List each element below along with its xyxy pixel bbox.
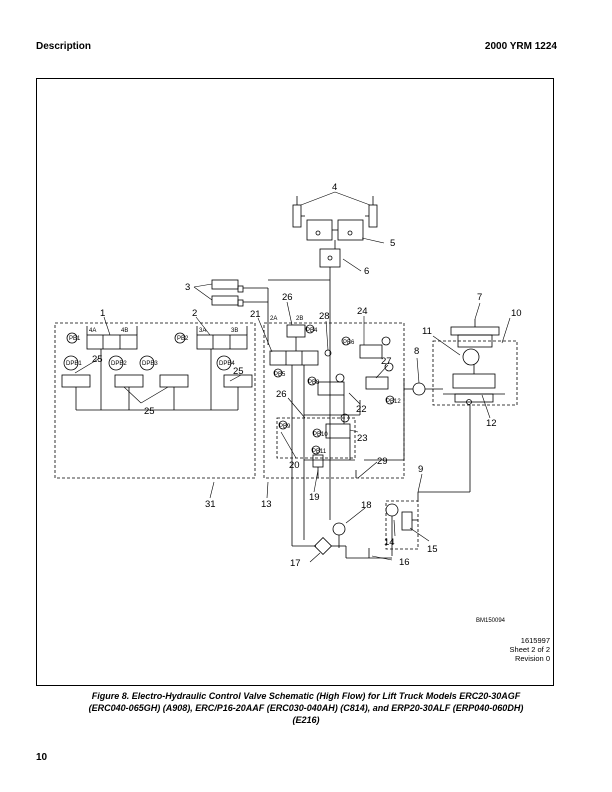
drawing-number: 1615997: [520, 636, 550, 645]
callout-4: 4: [332, 182, 337, 193]
relief-valve-20: [278, 420, 324, 478]
svg-text:4B: 4B: [121, 328, 128, 334]
section-title: Description: [36, 41, 92, 52]
pump-14: [385, 503, 418, 556]
svg-text:PB8: PB8: [308, 380, 320, 386]
callout-5: 5: [390, 238, 395, 249]
boundary-31: [54, 322, 256, 479]
callout-28: 27: [381, 356, 392, 367]
svg-text:4A: 4A: [89, 328, 96, 334]
callout-7: 7: [477, 292, 482, 303]
callout-19: 19: [309, 492, 320, 503]
hydraulic-schematic: 4 5 6 3 1 2 21 26 28 24 7 10 11 8 12 22 …: [54, 182, 522, 624]
cylinder-pair-3: [211, 279, 268, 307]
page-number: 10: [36, 752, 48, 763]
accumulator-8: [404, 382, 443, 396]
valve-24: [341, 336, 391, 359]
svg-text:PB5: PB5: [274, 372, 286, 378]
callout-16: 16: [399, 557, 410, 568]
callout-2: 2: [192, 308, 197, 319]
svg-text:DPB2: DPB2: [111, 361, 127, 367]
callout-25a: 25: [92, 354, 103, 365]
main-valve-21: [269, 324, 319, 378]
check-valve-6: [319, 248, 341, 290]
figure-frame: [36, 78, 554, 686]
callout-14: 14: [384, 537, 395, 548]
callout-8: 8: [414, 346, 419, 357]
boundary-10: [432, 340, 518, 406]
valve-bank-left: [61, 326, 253, 411]
callout-24: 24: [357, 306, 368, 317]
tank-return: [291, 500, 392, 559]
caption-line-2: (ERC040-065GH) (A908), ERC/P16-20AAF (ER…: [88, 703, 524, 713]
caption-line-1: Figure 8. Electro-Hydraulic Control Valv…: [91, 691, 521, 701]
boundary-14: [385, 500, 419, 550]
svg-text:PB10: PB10: [313, 432, 328, 438]
callout-9: 9: [418, 464, 423, 475]
svg-text:DPB1: DPB1: [66, 361, 82, 367]
callout-26: 26: [282, 292, 293, 303]
callout-29: 28: [319, 311, 330, 322]
callout-18: 18: [361, 500, 372, 511]
svg-text:PB2: PB2: [177, 336, 189, 342]
svg-text:PB11: PB11: [312, 449, 327, 455]
callout-6: 6: [364, 266, 369, 277]
callout-23: 23: [357, 433, 368, 444]
svg-text:PB1: PB1: [69, 336, 81, 342]
callout-25b: 25: [144, 406, 155, 417]
callout-11: 11: [422, 326, 432, 337]
boundary-13: [263, 322, 405, 479]
callout-10: 10: [511, 308, 522, 319]
bm-number: BM150094: [476, 618, 506, 624]
svg-text:2B: 2B: [296, 316, 303, 322]
svg-text:2A: 2A: [270, 316, 277, 322]
callout-labels: 4 5 6 3 1 2 21 26 28 24 7 10 11 8 12 22 …: [92, 182, 522, 569]
callout-3: 3: [185, 282, 190, 293]
sheet-number: Sheet 2 of 2: [509, 645, 550, 654]
revision: Revision 0: [514, 654, 550, 663]
callout-20: 20: [289, 460, 300, 471]
leader-lines: [74, 191, 511, 563]
svg-text:3B: 3B: [231, 328, 238, 334]
cylinder-pair: [292, 196, 378, 228]
callout-21: 21: [250, 309, 261, 320]
svg-text:PB9: PB9: [279, 424, 291, 430]
figure-caption: Figure 8. Electro-Hydraulic Control Valv…: [40, 690, 572, 726]
callout-25c: 25: [233, 366, 244, 377]
callout-12: 12: [486, 418, 497, 429]
pump-motor-assembly: [443, 319, 505, 405]
svg-text:DPB4: DPB4: [219, 361, 235, 367]
callout-22: 22: [356, 404, 367, 415]
manual-number: 2000 YRM 1224: [484, 41, 557, 52]
callout-30: 29: [377, 456, 388, 467]
callout-1: 1: [100, 308, 105, 319]
boundary-27: [276, 417, 356, 459]
check-valve-29: [324, 345, 332, 500]
fuse-valves: [306, 219, 364, 249]
callout-15: 15: [427, 544, 438, 555]
svg-text:PB12: PB12: [386, 399, 401, 405]
callout-27: 26: [276, 389, 287, 400]
drawing-stamp: 1615997 Sheet 2 of 2 Revision 0: [510, 636, 550, 663]
svg-text:PB4: PB4: [306, 328, 318, 334]
caption-line-3: (E216): [292, 715, 320, 725]
svg-text:3A: 3A: [199, 328, 206, 334]
svg-text:PB6: PB6: [343, 340, 355, 346]
valve-23: [312, 413, 351, 439]
valve-22: [307, 373, 345, 396]
callout-31: 31: [205, 499, 216, 510]
callout-17: 17: [290, 558, 301, 569]
svg-text:DPB3: DPB3: [142, 361, 158, 367]
port-codes: PB1 PB2 DPB1 DPB2 DPB3 DPB4 4A 4B 3A 3B …: [66, 316, 401, 455]
valve-28: [365, 362, 395, 405]
callout-13: 13: [261, 499, 272, 510]
